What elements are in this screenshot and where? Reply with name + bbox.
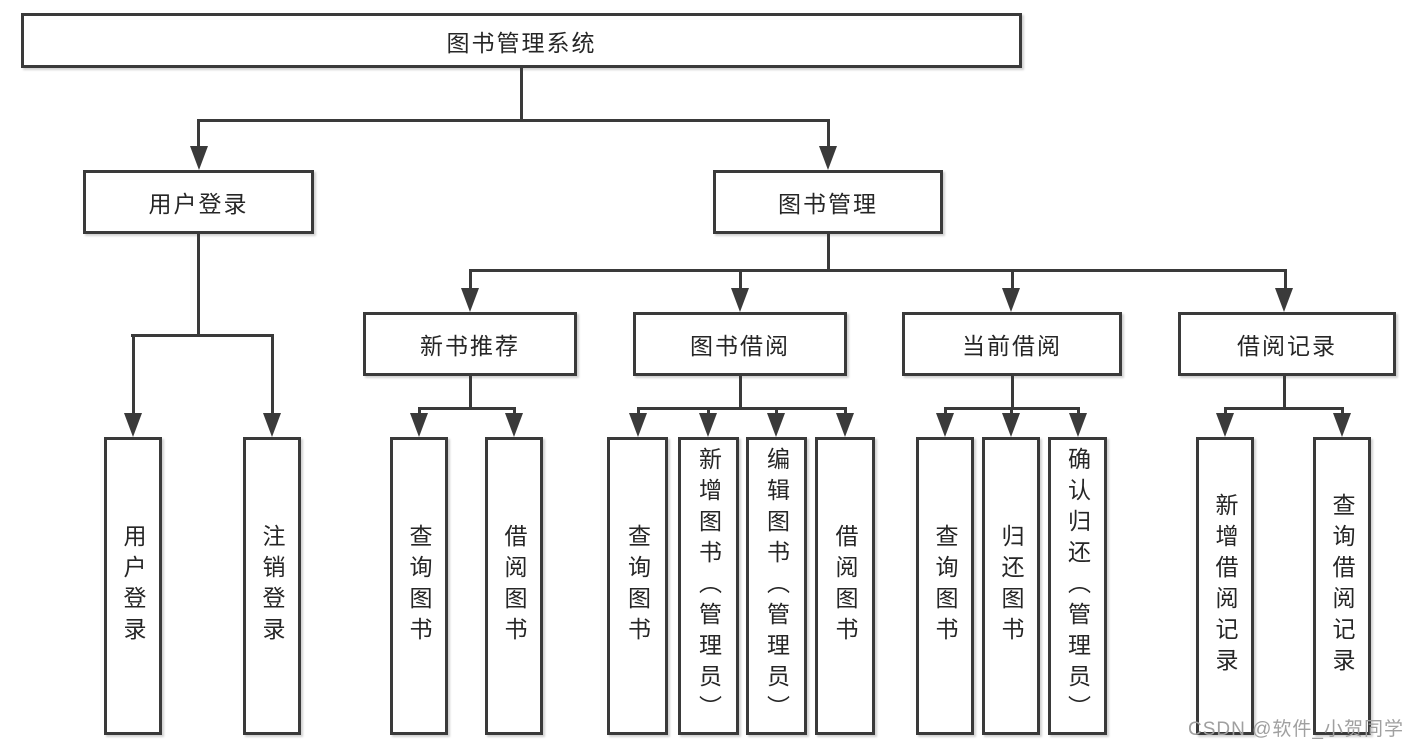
connector-line xyxy=(637,407,847,410)
connector-line xyxy=(1341,407,1344,415)
connector-line xyxy=(1224,407,1227,415)
node-user-login: 用户登录 xyxy=(83,170,314,234)
leaf-br-query-record: 查询借阅记录 xyxy=(1313,437,1371,735)
arrow-down-icon xyxy=(731,288,749,312)
node-book-management: 图书管理 xyxy=(713,170,943,234)
connector-line xyxy=(637,407,640,415)
connector-line xyxy=(1224,407,1344,410)
connector-line xyxy=(707,407,710,415)
arrow-down-icon xyxy=(1069,413,1087,437)
connector-line xyxy=(944,407,947,415)
arrow-down-icon xyxy=(819,146,837,170)
connector-line xyxy=(271,334,274,415)
arrow-down-icon xyxy=(836,413,854,437)
arrow-down-icon xyxy=(1216,413,1234,437)
leaf-nbr-query-books: 查询图书 xyxy=(390,437,448,735)
connector-line xyxy=(1284,269,1287,290)
connector-line xyxy=(1011,269,1014,290)
leaf-cb-query-books: 查询图书 xyxy=(916,437,974,735)
connector-line xyxy=(513,407,516,415)
node-new-book-recommend: 新书推荐 xyxy=(363,312,577,376)
arrow-down-icon xyxy=(699,413,717,437)
leaf-bb-add-books: 新增图书（管理员） xyxy=(678,437,739,735)
arrow-down-icon xyxy=(1275,288,1293,312)
connector-line xyxy=(739,269,742,290)
connector-user-login-branch xyxy=(131,334,274,337)
arrow-down-icon xyxy=(936,413,954,437)
arrow-down-icon xyxy=(1002,288,1020,312)
leaf-br-add-record: 新增借阅记录 xyxy=(1196,437,1254,735)
arrow-down-icon xyxy=(190,146,208,170)
connector-line xyxy=(827,119,830,148)
arrow-down-icon xyxy=(263,413,281,437)
connector-line xyxy=(1011,376,1014,410)
node-book-borrowing: 图书借阅 xyxy=(633,312,847,376)
leaf-bb-query-books: 查询图书 xyxy=(607,437,668,735)
node-current-borrowing: 当前借阅 xyxy=(902,312,1122,376)
connector-line xyxy=(844,407,847,415)
connector-book-mgmt-trunk xyxy=(827,234,830,272)
arrow-down-icon xyxy=(629,413,647,437)
leaf-cb-confirm-return: 确认归还（管理员） xyxy=(1048,437,1107,735)
connector-line xyxy=(1077,407,1080,415)
arrow-down-icon xyxy=(1002,413,1020,437)
leaf-logout: 注销登录 xyxy=(243,437,301,735)
node-borrowing-records: 借阅记录 xyxy=(1178,312,1396,376)
connector-line xyxy=(1010,407,1013,415)
arrow-down-icon xyxy=(767,413,785,437)
connector-line xyxy=(775,407,778,415)
arrow-down-icon xyxy=(410,413,428,437)
connector-line xyxy=(469,376,472,410)
watermark: CSDN @软件_小贺同学 xyxy=(1188,719,1404,740)
connector-line xyxy=(418,407,421,415)
connector-line xyxy=(469,269,472,290)
connector-line xyxy=(132,334,135,415)
arrow-down-icon xyxy=(124,413,142,437)
arrow-down-icon xyxy=(505,413,523,437)
connector-line xyxy=(418,407,516,410)
connector-user-login-trunk xyxy=(197,234,200,337)
leaf-bb-edit-books: 编辑图书（管理员） xyxy=(746,437,807,735)
connector-level2-branch xyxy=(197,119,830,122)
connector-line xyxy=(197,119,200,148)
node-library-system: 图书管理系统 xyxy=(21,13,1022,68)
connector-root-trunk xyxy=(520,68,523,120)
connector-line xyxy=(1283,376,1286,410)
arrow-down-icon xyxy=(461,288,479,312)
leaf-bb-borrow-books: 借阅图书 xyxy=(815,437,875,735)
connector-level3-branch xyxy=(469,269,1287,272)
leaf-nbr-borrow-books: 借阅图书 xyxy=(485,437,543,735)
arrow-down-icon xyxy=(1333,413,1351,437)
connector-line xyxy=(739,376,742,410)
leaf-user-login: 用户登录 xyxy=(104,437,162,735)
leaf-cb-return-books: 归还图书 xyxy=(982,437,1040,735)
